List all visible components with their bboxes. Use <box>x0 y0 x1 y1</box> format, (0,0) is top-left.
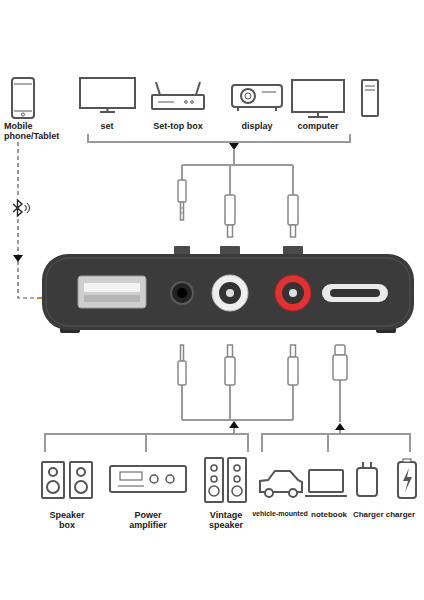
device-label: Charger charger <box>353 510 415 519</box>
device-label-box: Vintage speaker <box>202 510 250 531</box>
output-cables <box>45 345 410 452</box>
input-cables <box>88 134 350 237</box>
device-label: Mobile phone/Tablet <box>4 121 68 142</box>
adapter-device <box>42 246 414 333</box>
device-label: set <box>100 121 113 131</box>
output-icons <box>42 458 416 502</box>
device-label: display <box>241 121 272 131</box>
device-label-box: Mobile phone/Tablet <box>4 121 68 142</box>
device-label: Power amplifier <box>117 510 179 531</box>
device-label: vehicle-mounted <box>252 510 308 518</box>
device-label-box: display <box>241 121 272 131</box>
source-icons <box>80 78 378 117</box>
device-label: notebook <box>311 510 347 519</box>
device-label: computer <box>297 121 338 131</box>
device-label-box: Speaker box <box>42 510 92 531</box>
device-label: Vintage speaker <box>202 510 250 531</box>
device-label-box: Power amplifier <box>117 510 179 531</box>
device-label-box: notebook <box>311 510 347 519</box>
device-label: Speaker box <box>42 510 92 531</box>
device-label-box: Set-top box <box>153 121 203 131</box>
device-label-box: computer <box>297 121 338 131</box>
phone-icon <box>12 78 34 118</box>
device-label-box: vehicle-mounted <box>252 510 308 518</box>
bluetooth-link <box>10 142 44 298</box>
device-label-box: Charger charger <box>353 510 415 519</box>
device-label-box: set <box>100 121 113 131</box>
device-label: Set-top box <box>153 121 203 131</box>
